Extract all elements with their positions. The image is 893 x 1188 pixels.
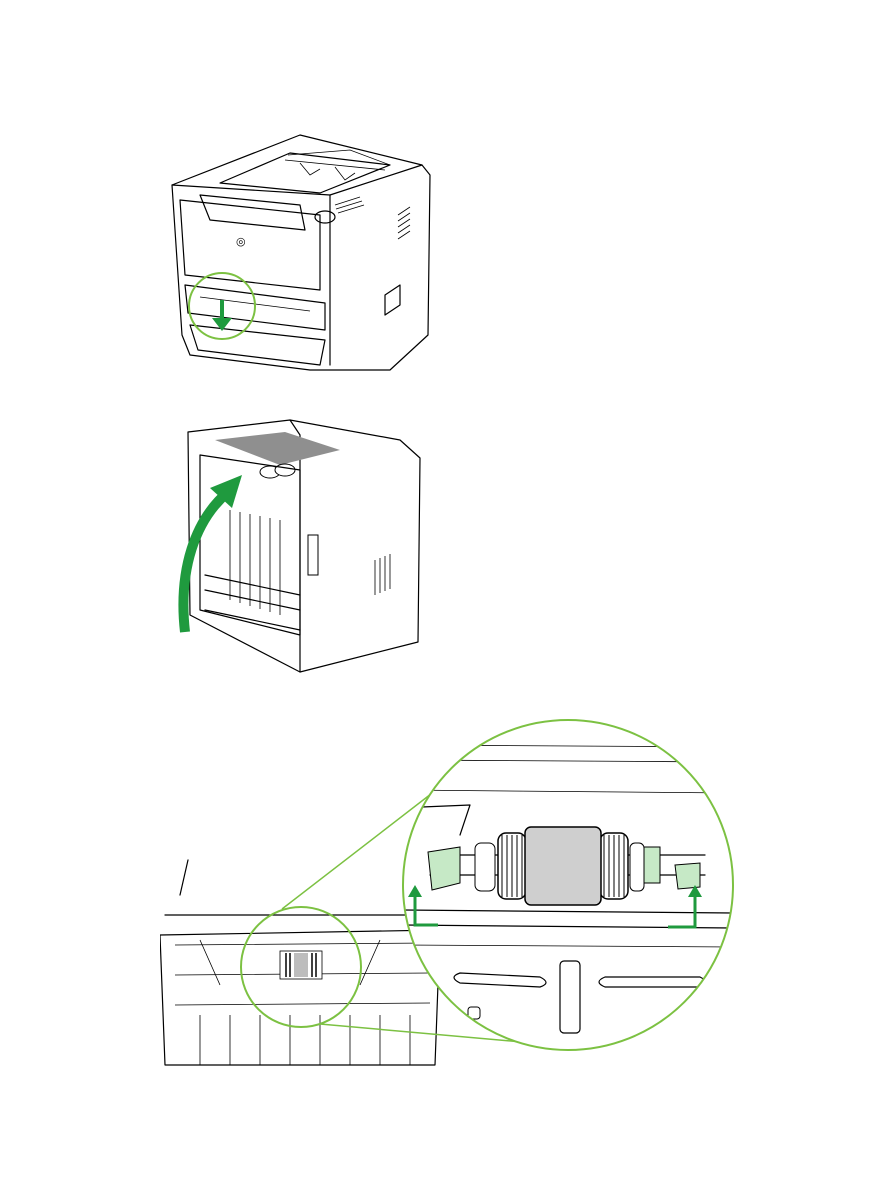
overview-vertical-ribs: [199, 1015, 411, 1065]
mid-line: [403, 944, 733, 948]
hp-logo: ◎: [236, 235, 246, 248]
printer-rear-figure: [160, 410, 430, 680]
overview-roller-treads: [285, 953, 317, 977]
rear-vents: [374, 554, 391, 595]
curved-arrow-up-icon: [178, 475, 242, 633]
printer-body-outline: [171, 134, 431, 371]
side-vents: [397, 206, 411, 240]
front-door: [179, 199, 321, 291]
callout-circle: [188, 272, 256, 340]
arrow-down-icon: [212, 300, 232, 331]
side-handle: [384, 284, 401, 316]
printer-interior-overview: [160, 859, 441, 1066]
rear-opening-interior: [215, 432, 340, 465]
arrow-up-icon: [408, 885, 438, 927]
overview-top-edge: [164, 859, 441, 916]
printer-front-illustration: ◎: [171, 134, 431, 371]
printer-rear-body: [187, 419, 421, 673]
detail-callout-large: [402, 719, 734, 1051]
duplex-grill: [229, 510, 281, 615]
bracket: [421, 804, 471, 836]
output-guides: [299, 162, 356, 181]
output-slot-lines: [284, 149, 391, 171]
duplex-rails: [204, 574, 301, 631]
roller-core: [524, 826, 602, 906]
power-button: [314, 210, 336, 224]
overview-guides: [199, 939, 381, 986]
tread-pattern: [501, 835, 625, 897]
magnified-detail: [403, 720, 733, 1050]
arrow-up-icon-right: [668, 885, 702, 929]
pickup-roller-figure: [160, 715, 735, 1075]
tray-2: [189, 324, 326, 366]
printer-front-figure: ◎: [160, 125, 440, 375]
printer-rear-illustration: [178, 419, 421, 673]
output-tray: [219, 152, 391, 194]
front-door-handle: [199, 194, 306, 231]
center-slot: [559, 960, 581, 1034]
overview-interior-frame: [160, 929, 441, 1066]
control-panel-lights: [334, 196, 365, 214]
left-latch: [427, 846, 461, 891]
tray-1-slot: [184, 284, 326, 331]
collar-left: [474, 842, 496, 892]
small-hole: [467, 1006, 481, 1020]
detail-callout-small: [240, 906, 362, 1028]
slot-left: [453, 972, 547, 988]
pickup-roller-illustration: [160, 719, 734, 1066]
overview-roller-core: [294, 953, 308, 977]
right-tab: [674, 862, 701, 890]
side-slot: [307, 534, 319, 576]
roller-right: [274, 463, 296, 477]
rear-door-frame: [199, 454, 301, 636]
collar-right: [629, 842, 645, 892]
